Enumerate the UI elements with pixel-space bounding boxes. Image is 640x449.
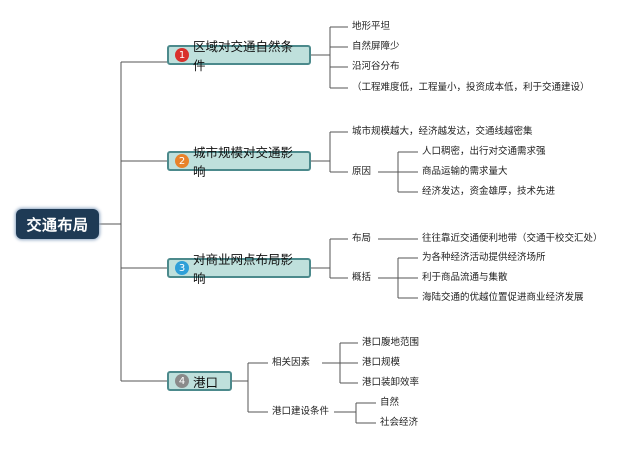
branch-4-factor-2: 港口规模: [362, 357, 401, 368]
branch-3-summary-item-2: 利于商品流通与集散: [422, 272, 508, 283]
branch-3-summary-label: 概括: [352, 272, 372, 283]
branch-3-summary-item-3: 海陆交通的优越位置促进商业经济发展: [422, 292, 584, 303]
branch-2-reason-item-2: 商品运输的需求量大: [422, 166, 508, 177]
branch-3-node: 3 对商业网点布局影响: [167, 252, 311, 286]
number-badge-2: 2: [175, 154, 189, 168]
branch-2-reason-item-3: 经济发达，资金雄厚，技术先进: [422, 186, 556, 197]
branch-1-node: 1 区域对交通自然条件: [167, 39, 311, 73]
root-node: 交通布局: [16, 209, 99, 239]
branch-4-factor-3: 港口装卸效率: [362, 377, 420, 388]
branch-4-node: 4 港口: [167, 371, 232, 391]
branch-1-label: 区域对交通自然条件: [193, 39, 294, 73]
branch-4-factors-label: 相关因素: [272, 357, 311, 368]
branch-2-node: 2 城市规模对交通影响: [167, 145, 311, 179]
branch-3-layout-text: 往往靠近交通便利地带（交通干校交汇处）: [422, 233, 603, 244]
branch-2-item-1: 城市规模越大，经济越发达，交通线越密集: [352, 126, 533, 137]
branch-2-reason-label: 原因: [352, 166, 372, 177]
branch-1-item-3: 沿河谷分布: [352, 61, 400, 72]
branch-1-item-1: 地形平坦: [352, 21, 391, 32]
branch-4-factor-1: 港口腹地范围: [362, 337, 420, 348]
branch-3-summary-item-1: 为各种经济活动提供经济场所: [422, 252, 546, 263]
number-badge-1: 1: [175, 48, 189, 62]
branch-2-reason-item-1: 人口稠密，出行对交通需求强: [422, 146, 546, 157]
branch-4-label: 港口: [193, 374, 219, 390]
root-label: 交通布局: [26, 215, 89, 234]
branch-4-condition-1: 自然: [380, 397, 400, 408]
branch-1-item-2: 自然屏障少: [352, 41, 400, 52]
branch-3-label: 对商业网点布局影响: [193, 252, 294, 286]
branch-4-condition-2: 社会经济: [380, 417, 419, 428]
number-badge-4: 4: [175, 374, 189, 388]
branch-1-note: （工程难度低，工程量小，投资成本低，利于交通建设）: [352, 82, 590, 93]
branch-2-label: 城市规模对交通影响: [193, 145, 294, 179]
number-badge-3: 3: [175, 261, 189, 275]
branch-3-layout-label: 布局: [352, 233, 372, 244]
branch-4-conditions-label: 港口建设条件: [272, 406, 330, 417]
